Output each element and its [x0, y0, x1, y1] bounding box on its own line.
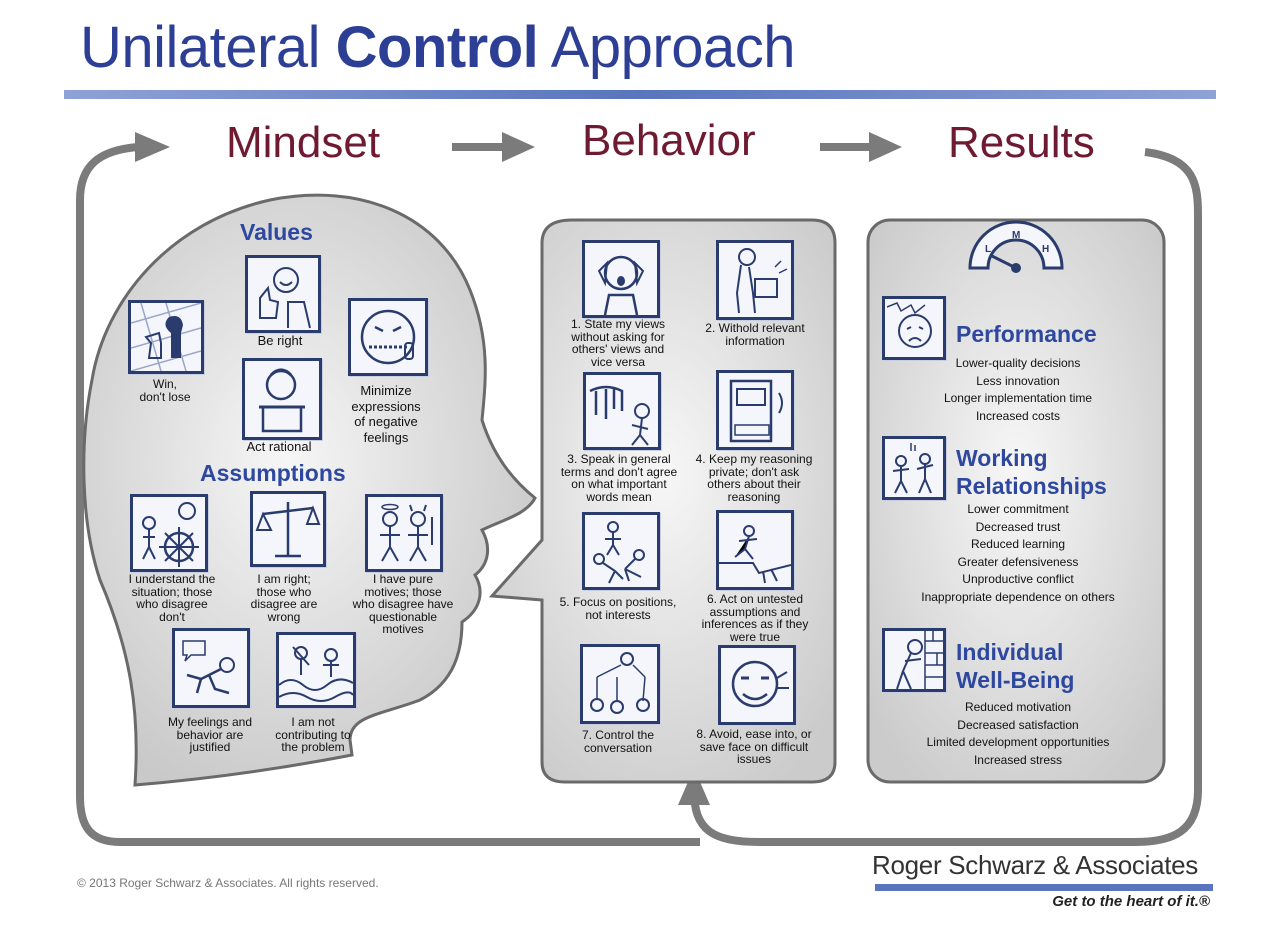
assumption-not-contributing: I am not contributing to the problem	[275, 715, 351, 754]
wellbeing-list: Reduced motivation Decreased satisfactio…	[900, 699, 1136, 769]
wellbeing-heading: Individual Well-Being	[956, 639, 1075, 693]
value-win: Win, don't lose	[139, 377, 191, 404]
behavior-4: 4. Keep my reasoning private; don't ask …	[695, 452, 813, 504]
zipper-face-icon	[348, 298, 428, 376]
assumption-right: I am right; those who disagree are wrong	[250, 572, 318, 624]
gauge-label-mid: M	[1012, 230, 1021, 241]
relationships-list: Lower commitment Decreased trust Reduced…	[900, 501, 1136, 606]
relationships-item: Greater defensiveness	[957, 554, 1079, 569]
relationships-item: Decreased trust	[975, 519, 1061, 534]
brand-tagline: Get to the heart of it.®	[1052, 893, 1210, 910]
flood-scene-icon	[276, 632, 356, 708]
value-be-right: Be right	[257, 333, 303, 348]
behavior-panel	[488, 218, 837, 784]
relationships-item: Lower commitment	[967, 502, 1069, 516]
performance-item: Less innovation	[976, 373, 1060, 388]
wellbeing-item: Limited development opportunities	[926, 735, 1110, 749]
value-minimize: Minimize expressions of negative feeling…	[351, 383, 421, 445]
title-divider	[64, 90, 1216, 99]
behavior-2: 2. Withold relevant information	[705, 321, 805, 348]
relationships-item: Unproductive conflict	[962, 572, 1074, 586]
title-part1: Unilateral	[80, 15, 336, 80]
gauge-label-high: H	[1042, 244, 1050, 255]
atm-machine-icon	[716, 370, 794, 450]
page-title: Unilateral Control Approach	[80, 14, 795, 81]
wellbeing-item: Increased stress	[973, 752, 1063, 767]
melting-words-icon	[583, 372, 661, 450]
loop-arrowhead-up	[678, 768, 710, 805]
loop-arrowhead-right	[135, 132, 170, 162]
ship-wheel-icon	[130, 494, 208, 572]
relaxing-person-icon	[172, 628, 250, 708]
assumption-justified: My feelings and behavior are justified	[167, 715, 253, 754]
loop-return-path	[76, 143, 700, 846]
title-part3: Approach	[538, 15, 796, 80]
assumption-motives: I have pure motives; those who disagree …	[352, 572, 454, 636]
behavior-5: 5. Focus on positions, not interests	[559, 595, 677, 622]
assumption-understand: I understand the situation; those who di…	[128, 572, 216, 624]
cliff-runner-icon	[716, 510, 794, 590]
assumptions-heading: Assumptions	[200, 460, 346, 486]
relationships-item: Reduced learning	[970, 537, 1066, 551]
values-heading: Values	[240, 219, 313, 245]
behavior-3: 3. Speak in general terms and don't agre…	[560, 452, 678, 504]
hands-over-ears-icon	[582, 240, 660, 318]
behavior-1: 1. State my views without asking for oth…	[570, 317, 666, 369]
relationships-item: Inappropriate dependence on others	[921, 589, 1115, 604]
stage-results: Results	[948, 118, 1095, 167]
mask-face-icon	[718, 645, 796, 725]
behavior-7: 7. Control the conversation	[581, 728, 655, 755]
puppet-master-icon	[580, 644, 660, 724]
thinker-bust-icon	[242, 358, 322, 440]
wellbeing-item: Decreased satisfaction	[957, 717, 1079, 732]
performance-heading: Performance	[956, 321, 1097, 347]
carrying-box-icon	[716, 240, 794, 320]
head-against-wall-icon	[882, 628, 946, 692]
behavior-8: 8. Avoid, ease into, or save face on dif…	[696, 727, 812, 766]
tug-of-war-icon	[582, 512, 660, 590]
scales-icon	[250, 491, 326, 567]
angel-devil-icon	[365, 494, 443, 572]
wellbeing-item: Reduced motivation	[964, 700, 1072, 714]
performance-list: Lower-quality decisions Less innovation …	[900, 355, 1136, 425]
performance-item: Increased costs	[975, 408, 1061, 423]
performance-item: Longer implementation time	[943, 391, 1093, 405]
gauge-icon	[968, 220, 1064, 273]
chess-icon	[128, 300, 204, 374]
thumbs-up-icon	[245, 255, 321, 333]
arguing-people-icon	[882, 436, 946, 500]
loop-arrow-path	[690, 148, 1202, 846]
worried-face-icon	[882, 296, 946, 360]
title-emphasis: Control	[335, 15, 539, 80]
value-act-rational: Act rational	[246, 439, 312, 454]
stage-behavior: Behavior	[582, 116, 756, 165]
brand-divider	[875, 884, 1213, 891]
performance-item: Lower-quality decisions	[955, 356, 1081, 370]
behavior-6: 6. Act on untested assumptions and infer…	[701, 592, 809, 644]
relationships-heading: Working Relationships	[956, 445, 1107, 499]
gauge-label-low: L	[985, 244, 992, 255]
copyright-notice: © 2013 Roger Schwarz & Associates. All r…	[77, 876, 379, 890]
stage-mindset: Mindset	[226, 118, 381, 167]
brand-name: Roger Schwarz & Associates	[872, 850, 1199, 880]
